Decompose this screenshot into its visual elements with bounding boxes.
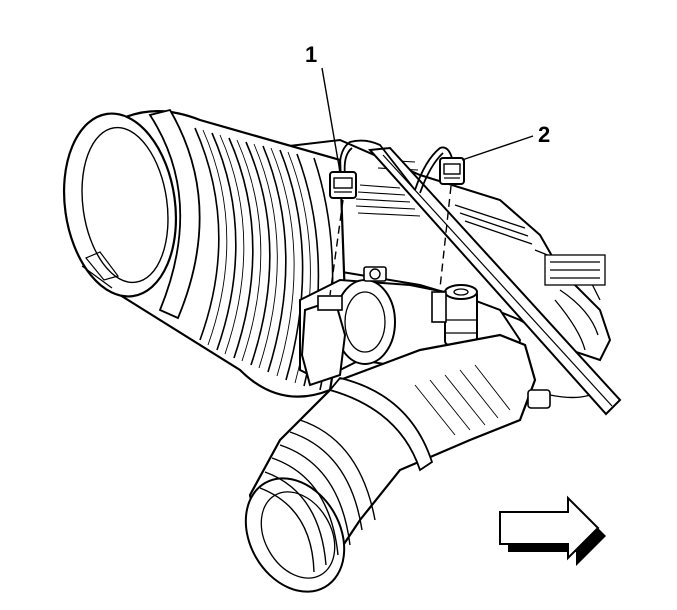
arrow-right-icon <box>499 495 606 566</box>
install-guide-lines <box>329 185 452 296</box>
callout-2-label: 2 <box>538 122 550 147</box>
connector-2 <box>439 157 465 185</box>
callout-2: 2 <box>461 122 550 161</box>
sensor-2-body <box>431 284 478 346</box>
callout-1: 1 <box>305 42 341 173</box>
connector-1 <box>329 171 357 199</box>
inlet-bellows-duct <box>62 108 347 398</box>
callout-1-label: 1 <box>305 42 317 67</box>
outlet-duct <box>244 333 591 593</box>
